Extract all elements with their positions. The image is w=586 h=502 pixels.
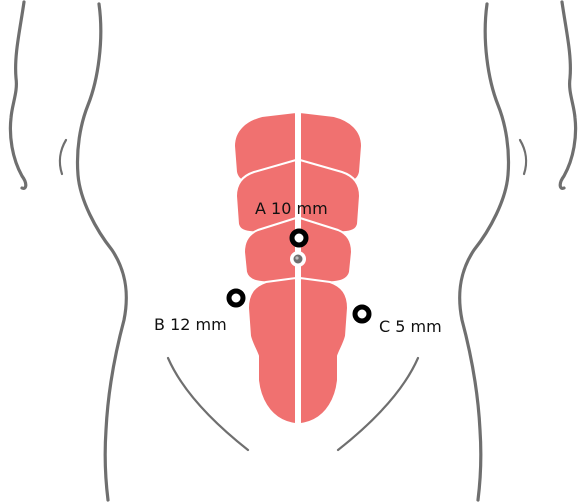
- torso-outline-left: [10, 2, 248, 500]
- port-a-marker: [292, 231, 306, 245]
- port-a-label: A 10 mm: [255, 199, 328, 218]
- torso-outline-right: [338, 2, 576, 500]
- port-c-marker: [355, 307, 369, 321]
- muscle-segment-lower-left: [248, 278, 296, 424]
- muscle-segment-lower-right: [300, 278, 348, 424]
- port-b-marker: [229, 291, 243, 305]
- port-b-label: B 12 mm: [154, 315, 227, 334]
- port-c-label: C 5 mm: [379, 317, 442, 336]
- rectus-abdominis: [234, 112, 362, 424]
- navel-icon: [290, 251, 306, 267]
